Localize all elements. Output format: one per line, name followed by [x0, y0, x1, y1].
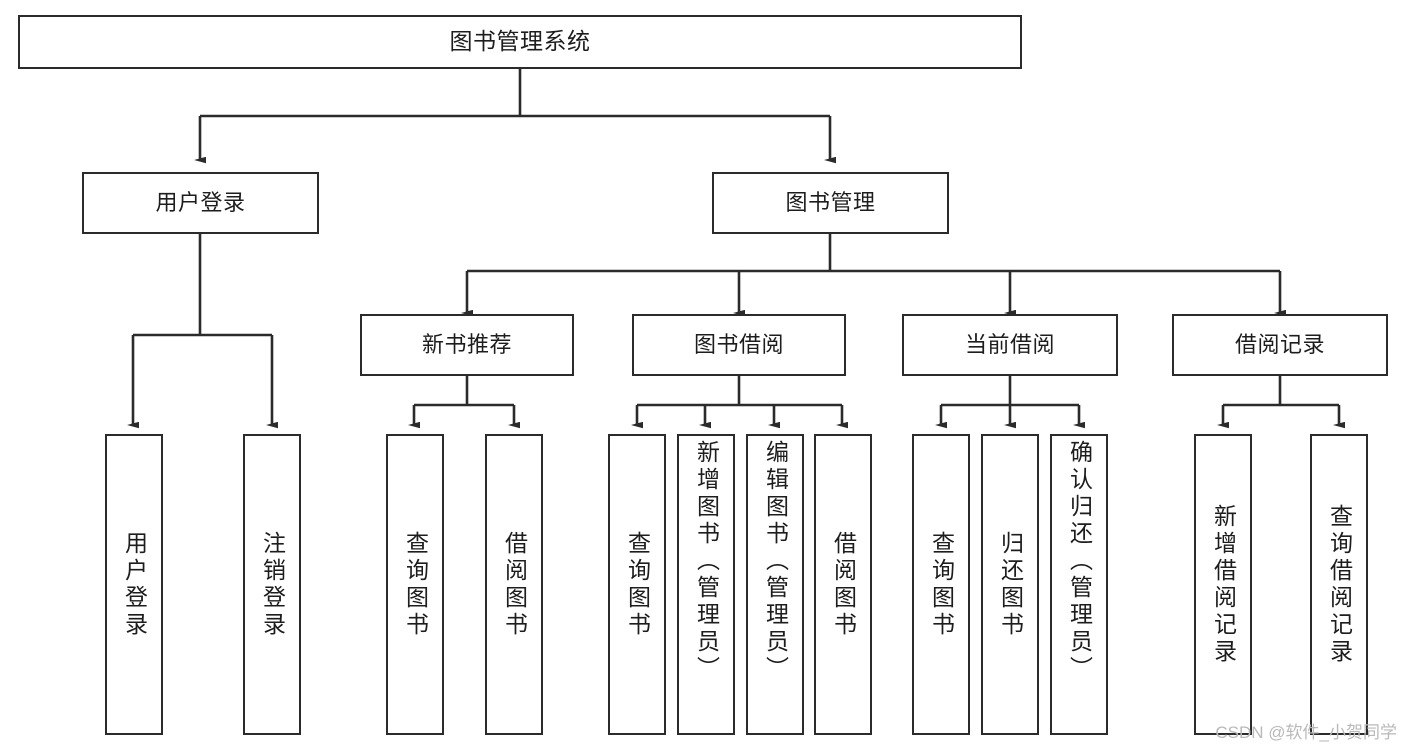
node-label: 新增图书（管理员）: [693, 440, 720, 683]
node-label: 注销登录: [259, 530, 286, 639]
node-label: 新增借阅记录: [1210, 503, 1237, 666]
leaf-logout-login[interactable]: 注销登录: [243, 434, 301, 735]
node-label: 编辑图书（管理员）: [762, 440, 789, 683]
leaf-borrow-book-2[interactable]: 借阅图书: [814, 434, 872, 735]
node-label: 图书管理: [785, 190, 876, 216]
node-label: 确认归还（管理员）: [1066, 440, 1093, 683]
node-label: 用户登录: [121, 530, 148, 639]
node-label: 用户登录: [155, 190, 246, 216]
node-label: 归还图书: [997, 530, 1024, 639]
leaf-query-book-3[interactable]: 查询图书: [912, 434, 970, 735]
leaf-add-borrow-record[interactable]: 新增借阅记录: [1194, 434, 1252, 735]
node-label: 查询借阅记录: [1326, 503, 1353, 666]
node-borrow-record[interactable]: 借阅记录: [1172, 314, 1388, 376]
node-new-book-recommend[interactable]: 新书推荐: [360, 314, 574, 376]
leaf-return-book[interactable]: 归还图书: [981, 434, 1039, 735]
node-label: 查询图书: [624, 530, 651, 639]
leaf-edit-book-admin[interactable]: 编辑图书（管理员）: [746, 434, 804, 735]
node-label: 借阅图书: [830, 530, 857, 639]
node-root-system[interactable]: 图书管理系统: [18, 15, 1022, 69]
node-label: 新书推荐: [421, 332, 512, 358]
leaf-user-login[interactable]: 用户登录: [105, 434, 163, 735]
node-current-borrow[interactable]: 当前借阅: [902, 314, 1118, 376]
node-label: 借阅图书: [501, 530, 528, 639]
node-label: 查询图书: [402, 530, 429, 639]
node-user-login[interactable]: 用户登录: [82, 172, 319, 234]
node-book-borrow[interactable]: 图书借阅: [632, 314, 846, 376]
node-label: 图书借阅: [693, 332, 784, 358]
leaf-add-book-admin[interactable]: 新增图书（管理员）: [677, 434, 735, 735]
node-book-manage[interactable]: 图书管理: [712, 172, 949, 234]
leaf-query-book-1[interactable]: 查询图书: [386, 434, 444, 735]
node-label: 图书管理系统: [449, 28, 591, 55]
csdn-watermark: CSDN @软件_小贺同学: [1215, 723, 1397, 742]
leaf-query-borrow-record[interactable]: 查询借阅记录: [1310, 434, 1368, 735]
node-label: 借阅记录: [1234, 332, 1325, 358]
node-label: 当前借阅: [964, 332, 1055, 358]
node-label: 查询图书: [928, 530, 955, 639]
leaf-confirm-return-admin[interactable]: 确认归还（管理员）: [1050, 434, 1108, 735]
leaf-borrow-book-1[interactable]: 借阅图书: [485, 434, 543, 735]
leaf-query-book-2[interactable]: 查询图书: [608, 434, 666, 735]
